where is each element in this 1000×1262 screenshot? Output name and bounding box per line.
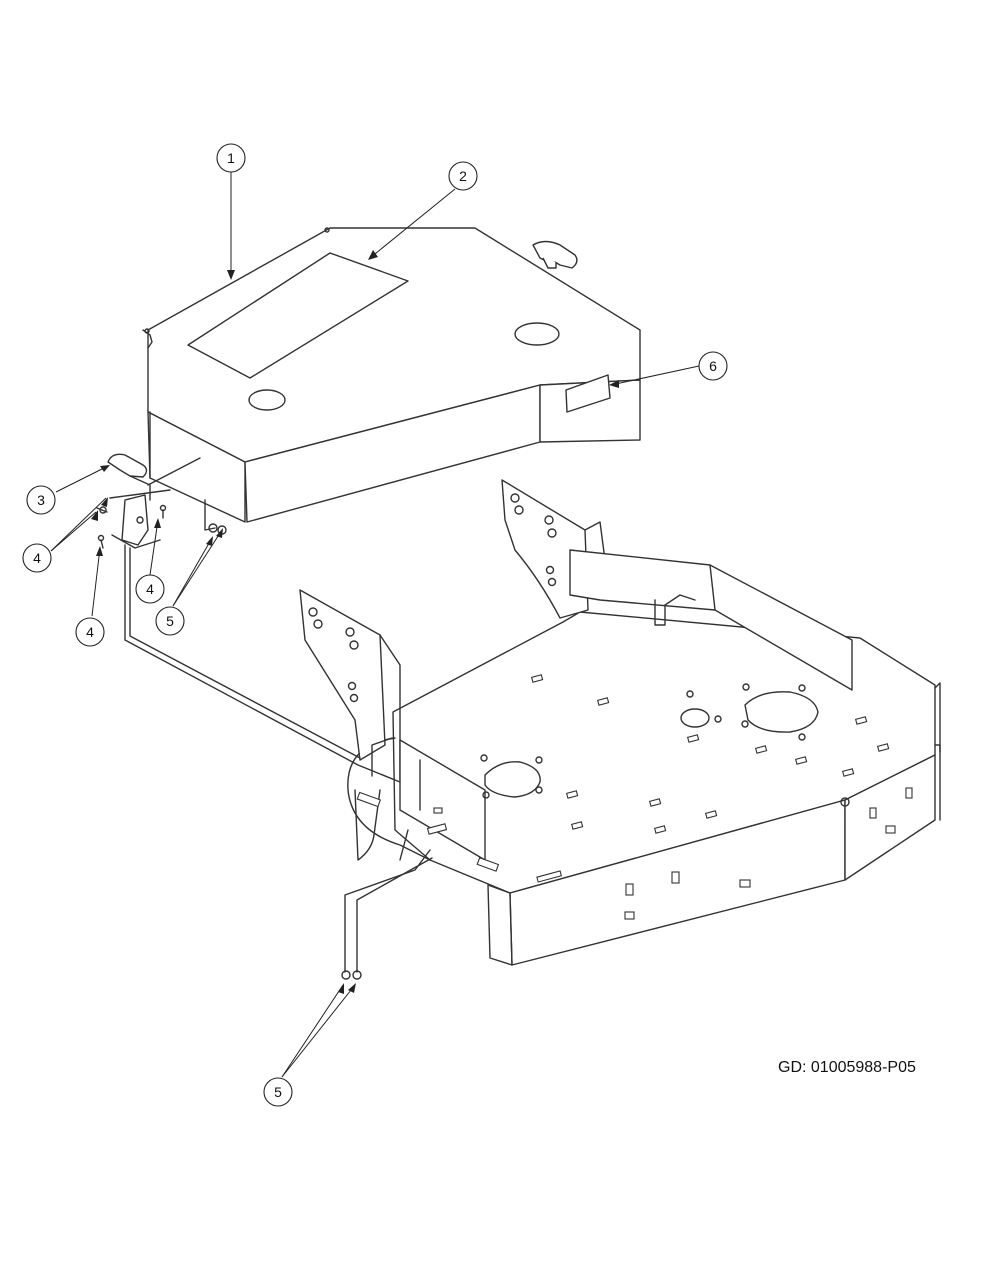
- svg-text:5: 5: [274, 1084, 282, 1100]
- callout-1: 1: [216, 143, 246, 173]
- svg-text:2: 2: [459, 168, 467, 184]
- svg-text:5: 5: [166, 613, 174, 629]
- deck-frame: [299, 479, 941, 966]
- leader-lines: [50, 172, 700, 1078]
- deck-cover: [142, 227, 641, 523]
- callout-4c: 4: [75, 617, 105, 647]
- callout-4b: 4: [135, 574, 165, 604]
- svg-text:4: 4: [146, 581, 154, 597]
- callout-3: 3: [26, 485, 56, 515]
- callout-2: 2: [448, 161, 478, 191]
- svg-text:6: 6: [709, 358, 717, 374]
- latch-assembly: [96, 453, 227, 549]
- callout-5b: 5: [263, 1077, 293, 1107]
- svg-text:3: 3: [37, 492, 45, 508]
- drawing-number: GD: 01005988-P05: [778, 1059, 916, 1076]
- callout-6: 6: [698, 351, 728, 381]
- knob-right: [532, 240, 578, 269]
- callout-4a: 4: [22, 543, 52, 573]
- callout-5a: 5: [155, 606, 185, 636]
- svg-text:4: 4: [33, 550, 41, 566]
- svg-text:1: 1: [227, 150, 235, 166]
- svg-text:4: 4: [86, 624, 94, 640]
- linkage-rod: [124, 544, 433, 980]
